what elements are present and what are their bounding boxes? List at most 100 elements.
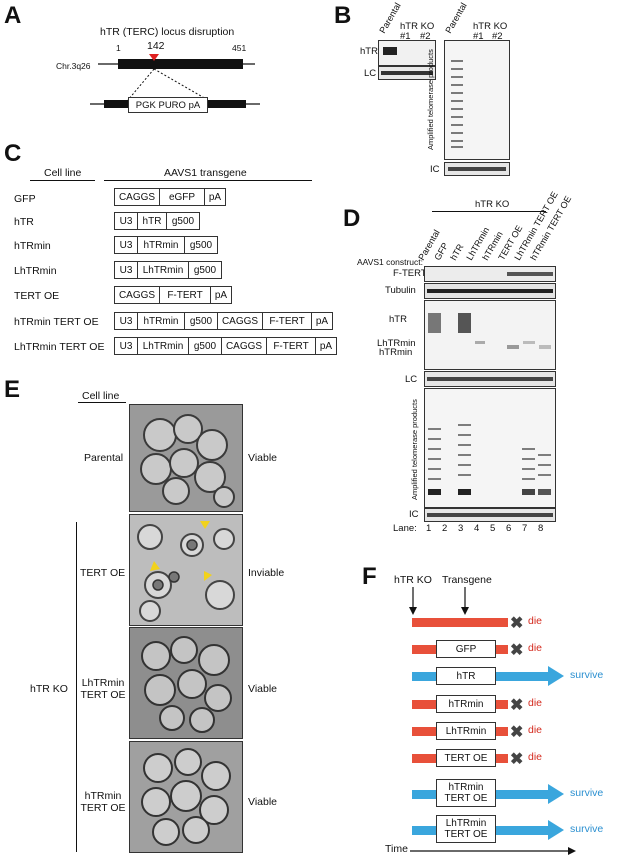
b-label-htr: hTR (360, 46, 378, 57)
f-event-arrows (409, 587, 469, 615)
e-micrograph-lhtrmin-tert (129, 627, 243, 739)
b-label-ic: IC (430, 164, 440, 175)
c-row-htr: hTR (14, 216, 34, 228)
e-status-parental: Viable (248, 452, 277, 464)
c-part: LhTRmin (137, 261, 189, 279)
c-part: LhTRmin (137, 337, 189, 355)
x-icon: ✖ (510, 697, 524, 714)
d-lc-gel (424, 371, 556, 387)
d-lane-3: hTR (448, 242, 466, 262)
e-ko-label: hTR KO (30, 683, 68, 695)
x-icon: ✖ (510, 724, 524, 741)
b-trap-axis-label: Amplified telomerase products (426, 49, 435, 150)
x-icon: ✖ (510, 615, 524, 632)
d-construct-label: AAVS1 construct: (357, 257, 423, 267)
c-part: F-TERT (266, 337, 316, 355)
e-micrograph-parental (129, 404, 243, 512)
e-row-parental: Parental (84, 452, 124, 464)
d-ic-gel (424, 508, 556, 522)
b-trap-1: #1 (473, 31, 484, 42)
d-row-lc: LC (405, 374, 418, 385)
c-part: CAGGS (217, 312, 263, 330)
e-micrograph-tert-oe (129, 514, 243, 626)
e-row-lhtrmin-tert: LhTRmin TERT OE (80, 677, 126, 701)
d-lane-num: 1 (426, 523, 432, 534)
e-micrograph-htrmin-tert (129, 741, 243, 853)
c-part: hTR (137, 212, 167, 230)
c-col-cell: Cell line (44, 167, 82, 179)
b-trap-parental: Parental (443, 0, 469, 35)
x-icon: ✖ (510, 751, 524, 768)
c-part: hTRmin (137, 312, 185, 330)
b-htr-band (383, 47, 397, 55)
d-lane-num: 8 (538, 523, 544, 534)
puro-cassette: PGK PURO pA (128, 97, 208, 113)
d-lane-num: 7 (522, 523, 528, 534)
b-lane-parental: Parental (377, 0, 403, 35)
c-part: CAGGS (114, 188, 160, 206)
c-row-lhtrmin: LhTRmin (14, 265, 57, 277)
c-part: g500 (166, 212, 200, 230)
arrowhead-icon (200, 521, 210, 529)
c-row-htrmin-tert: hTRmin TERT OE (14, 316, 99, 328)
c-part: F-TERT (262, 312, 312, 330)
b-lc-gel (378, 66, 436, 80)
arrowhead-icon (150, 561, 160, 571)
d-lane-word: Lane: (393, 523, 417, 534)
c-part: g500 (188, 261, 222, 279)
d-row-htr: hTR (389, 314, 407, 325)
c-part: pA (204, 188, 226, 206)
d-lane-num: 3 (458, 523, 464, 534)
b-ic-gel (444, 162, 510, 176)
d-group-label: hTR KO (475, 199, 510, 210)
c-part: U3 (114, 261, 138, 279)
arrowhead-icon (204, 571, 212, 581)
b-northern-gel (378, 40, 436, 66)
e-row-htrmin-tert: hTRmin TERT OE (80, 790, 126, 814)
c-part: U3 (114, 312, 138, 330)
panel-letter-b: B (334, 2, 352, 29)
d-row-ic: IC (409, 509, 419, 520)
c-part: eGFP (159, 188, 205, 206)
c-part: pA (210, 286, 232, 304)
c-row-lhtrmin-tert: LhTRmin TERT OE (14, 341, 105, 353)
c-part: CAGGS (114, 286, 160, 304)
pos-start: 1 (116, 43, 121, 53)
c-row-htrmin: hTRmin (14, 240, 51, 252)
chrom-label: Chr.3q26 (56, 61, 91, 71)
b-lane-1: #1 (400, 31, 411, 42)
b-trap-2: #2 (492, 31, 503, 42)
f-time-label: Time (385, 843, 408, 855)
c-col-transgene: AAVS1 transgene (164, 167, 247, 179)
f-transgene-label: Transgene (442, 574, 492, 586)
c-part: g500 (184, 236, 218, 254)
b-lane-2: #2 (420, 31, 431, 42)
d-northern-gel (424, 300, 556, 370)
pos-end: 451 (232, 43, 247, 53)
e-row-tert-oe: TERT OE (80, 567, 126, 579)
d-tubulin-gel (424, 283, 556, 299)
e-col-cell: Cell line (82, 390, 120, 402)
c-part: U3 (114, 337, 138, 355)
d-ftert-gel (424, 266, 556, 282)
c-part: hTRmin (137, 236, 185, 254)
c-part: g500 (184, 312, 218, 330)
panel-letter-d: D (343, 205, 361, 232)
c-part: U3 (114, 212, 138, 230)
d-lane-num: 4 (474, 523, 480, 534)
panel-letter-a: A (4, 2, 22, 29)
panel-letter-c: C (4, 140, 22, 167)
c-part: CAGGS (221, 337, 267, 355)
panel-letter-f: F (362, 563, 377, 590)
b-trap-gel (444, 40, 510, 160)
b-lane-ko: hTR KO (400, 21, 435, 32)
pos-mid: 142 (147, 40, 165, 52)
c-part: F-TERT (159, 286, 211, 304)
c-part: U3 (114, 236, 138, 254)
locus-title: hTR (TERC) locus disruption (100, 26, 235, 38)
f-ko-label: hTR KO (394, 574, 432, 586)
d-row-ftert: F-TERT (393, 268, 427, 279)
b-label-lc: LC (364, 68, 377, 79)
e-status-lhtrmin-tert: Viable (248, 683, 277, 695)
c-part: g500 (188, 337, 222, 355)
